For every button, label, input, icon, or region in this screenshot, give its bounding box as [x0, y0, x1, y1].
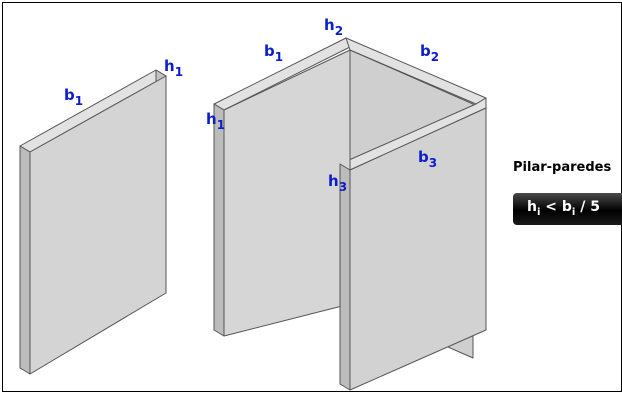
single-wall-h1-label: h1 [164, 57, 183, 79]
u-wall-h1-label: h1 [206, 110, 225, 132]
formula-rhs-sub: i [571, 206, 576, 218]
u-wall-b2-label: b2 [420, 42, 439, 64]
side-panel-title: Pilar-paredes [513, 160, 612, 175]
single-wall [19, 69, 167, 375]
single-wall-thickness [19, 145, 31, 375]
single-wall-b1-label: b1 [64, 86, 83, 108]
u-wall-b3-label: b3 [418, 148, 437, 170]
dimension-labels: b1 h1 b1 h1 h2 b2 b3 h3 [64, 16, 439, 194]
single-wall-face [29, 75, 167, 375]
u-wall-b1-label: b1 [264, 42, 283, 64]
u-wall-h2-label: h2 [324, 16, 343, 38]
u-wall-h3-label: h3 [328, 172, 347, 194]
u-wall-left-thickness [213, 103, 225, 337]
u-wall [213, 37, 487, 391]
u-wall-front-face [349, 107, 487, 391]
formula-rhs-base: b [561, 199, 572, 215]
formula-box: hi < bi / 5 [513, 193, 622, 225]
formula-lhs-sub: i [536, 206, 541, 218]
formula-lhs-base: h [527, 199, 537, 215]
formula-text: hi < bi / 5 [527, 199, 600, 218]
u-wall-front-thickness [339, 163, 351, 391]
formula-tail: / 5 [575, 199, 600, 215]
formula-operator: < [540, 199, 562, 215]
